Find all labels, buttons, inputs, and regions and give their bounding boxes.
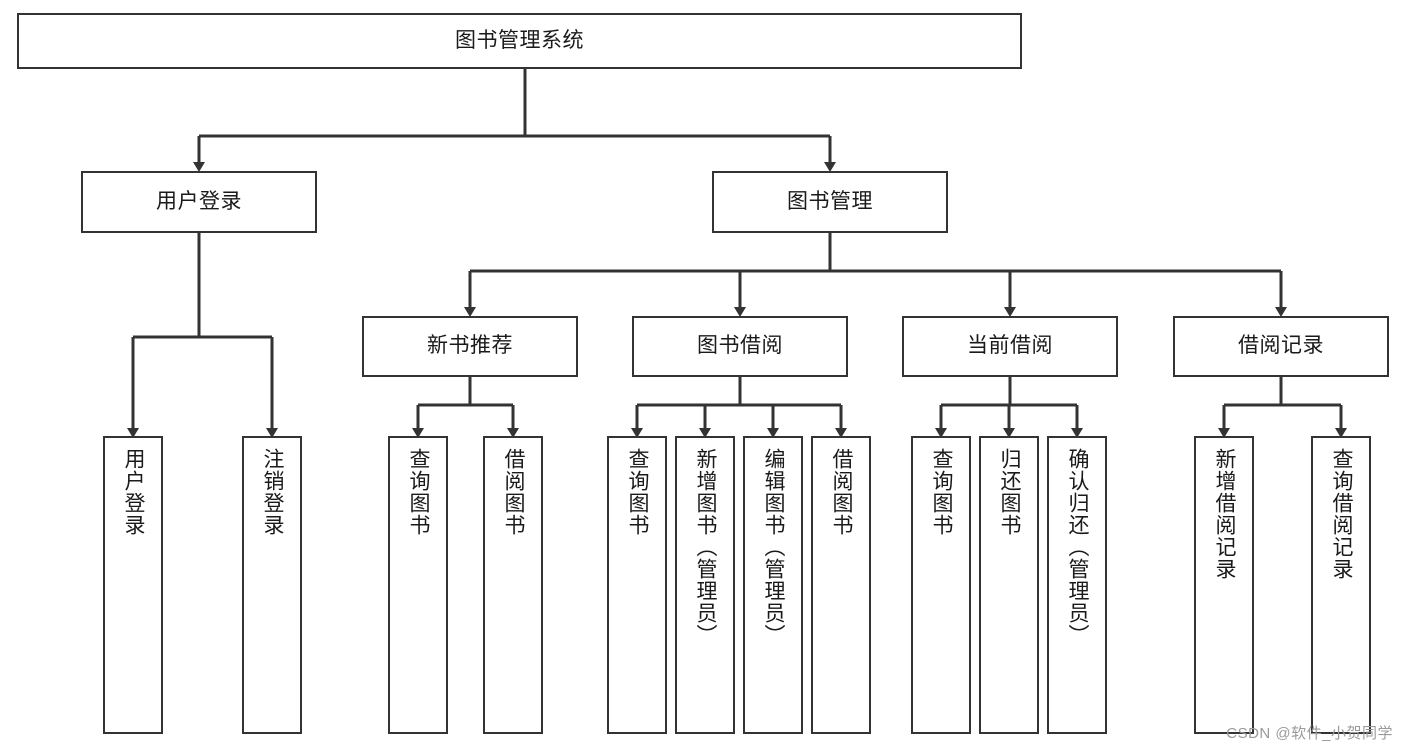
node-leaf-add-book-label: 新增图书（管理员）	[694, 448, 718, 646]
node-leaf-add-book[interactable]: 新增图书（管理员）	[675, 436, 735, 734]
watermark: CSDN @软件_小贺同学	[1226, 725, 1393, 742]
node-borrow-record-label: 借阅记录	[1238, 334, 1324, 358]
node-new-book-recommend-label: 新书推荐	[427, 334, 513, 358]
node-leaf-query-book-1[interactable]: 查询图书	[388, 436, 448, 734]
node-leaf-borrow-book-2[interactable]: 借阅图书	[811, 436, 871, 734]
node-leaf-query-record[interactable]: 查询借阅记录	[1311, 436, 1371, 734]
node-leaf-query-book-2[interactable]: 查询图书	[607, 436, 667, 734]
node-leaf-query-book-1-label: 查询图书	[407, 448, 431, 536]
node-leaf-add-record[interactable]: 新增借阅记录	[1194, 436, 1254, 734]
node-leaf-confirm-return-label: 确认归还（管理员）	[1066, 448, 1090, 646]
node-user-login-label: 用户登录	[156, 189, 242, 213]
node-leaf-confirm-return[interactable]: 确认归还（管理员）	[1047, 436, 1107, 734]
node-root[interactable]: 图书管理系统	[17, 13, 1022, 69]
node-leaf-borrow-book-1[interactable]: 借阅图书	[483, 436, 543, 734]
node-borrow-record[interactable]: 借阅记录	[1173, 316, 1389, 377]
node-leaf-user-logout[interactable]: 注销登录	[242, 436, 302, 734]
node-leaf-query-book-3-label: 查询图书	[930, 448, 954, 536]
node-leaf-user-login[interactable]: 用户登录	[103, 436, 163, 734]
node-leaf-borrow-book-1-label: 借阅图书	[502, 448, 526, 536]
node-leaf-return-book[interactable]: 归还图书	[979, 436, 1039, 734]
node-leaf-user-logout-label: 注销登录	[261, 448, 285, 536]
node-root-label: 图书管理系统	[455, 28, 584, 52]
node-leaf-query-book-3[interactable]: 查询图书	[911, 436, 971, 734]
node-leaf-query-book-2-label: 查询图书	[626, 448, 650, 536]
node-book-borrow[interactable]: 图书借阅	[632, 316, 848, 377]
node-leaf-edit-book[interactable]: 编辑图书（管理员）	[743, 436, 803, 734]
node-current-borrow-label: 当前借阅	[967, 334, 1053, 358]
node-leaf-edit-book-label: 编辑图书（管理员）	[762, 448, 786, 646]
node-book-borrow-label: 图书借阅	[697, 334, 783, 358]
node-new-book-recommend[interactable]: 新书推荐	[362, 316, 578, 377]
node-leaf-borrow-book-2-label: 借阅图书	[830, 448, 854, 536]
node-leaf-query-record-label: 查询借阅记录	[1330, 448, 1354, 580]
node-book-manage[interactable]: 图书管理	[712, 171, 948, 233]
node-leaf-add-record-label: 新增借阅记录	[1213, 448, 1237, 580]
node-leaf-user-login-label: 用户登录	[122, 448, 146, 536]
node-user-login[interactable]: 用户登录	[81, 171, 317, 233]
node-current-borrow[interactable]: 当前借阅	[902, 316, 1118, 377]
node-leaf-return-book-label: 归还图书	[998, 448, 1022, 536]
node-book-manage-label: 图书管理	[787, 189, 873, 213]
